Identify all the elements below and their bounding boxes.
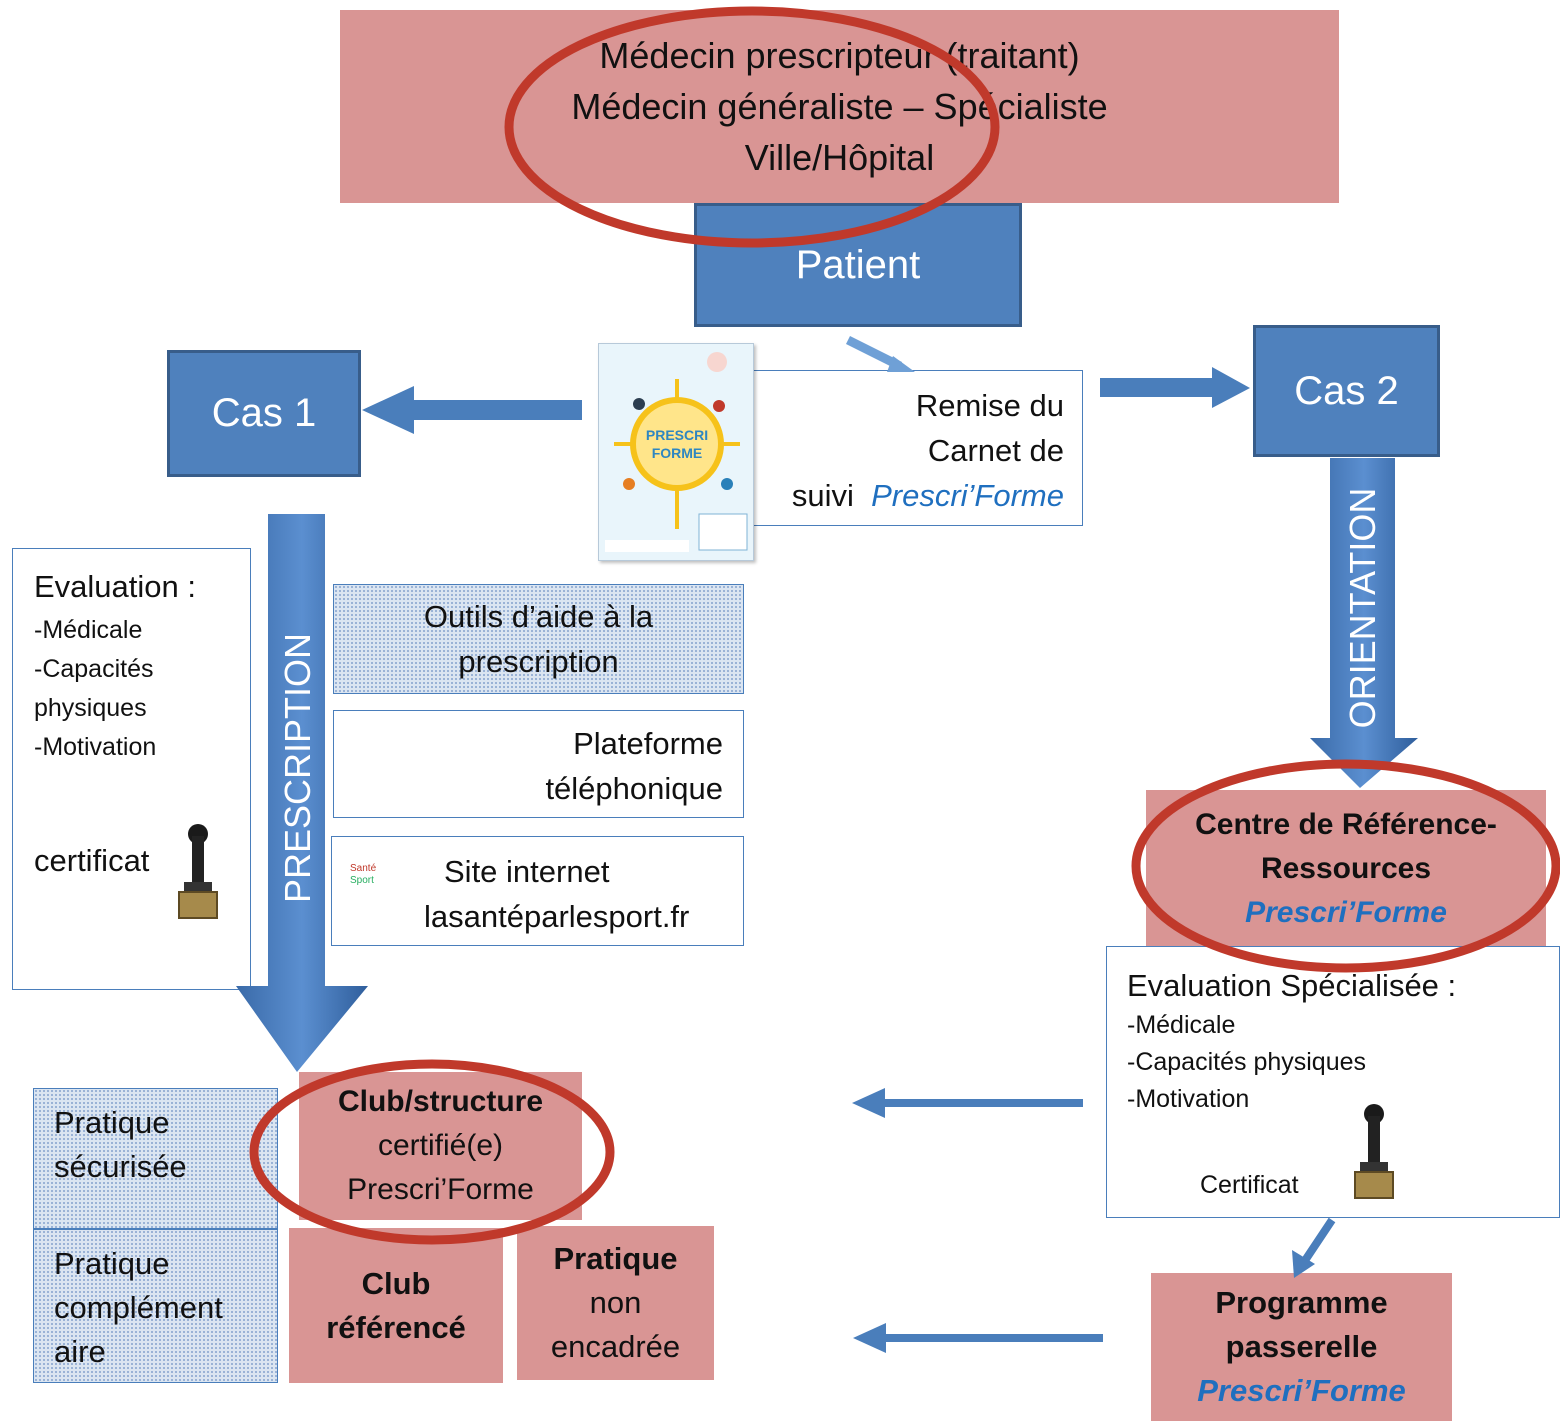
pratique-securisee-box: Pratique sécurisée: [33, 1088, 278, 1229]
site-line-2: lasantéparlesport.fr: [424, 899, 690, 934]
pratique-non-line-1: Pratique: [553, 1241, 678, 1276]
club-certifie-line-3: Prescri’Forme: [347, 1173, 534, 1206]
booklet-title-2: FORME: [651, 445, 703, 461]
evaluation-certificat: certificat: [34, 843, 150, 878]
eval-spec-item: -Médicale: [1127, 1011, 1236, 1039]
stamp-icon: [176, 824, 220, 929]
site-box: Site internet lasantéparlesport.fr Santé…: [331, 836, 744, 946]
evaluation-title: Evaluation :: [34, 569, 196, 604]
prescriber-box: Médecin prescripteur (traitant) Médecin …: [340, 10, 1339, 203]
plateforme-line-2: téléphonique: [545, 771, 723, 806]
booklet-title-1: PRESCRI: [645, 427, 709, 443]
eval-spec-item: -Motivation: [1127, 1085, 1250, 1113]
programme-line-3: Prescri’Forme: [1197, 1373, 1406, 1408]
orientation-arrow: [1310, 458, 1418, 788]
centre-box: Centre de Référence- Ressources Prescri’…: [1146, 790, 1546, 948]
site-line-1: Site internet: [444, 854, 610, 889]
prescriber-line-2: Médecin généraliste – Spécialiste: [571, 86, 1108, 127]
booklet-illustration: [599, 344, 753, 560]
remise-line-1: Remise du: [915, 388, 1064, 423]
arrow-to-cas2: [1100, 367, 1250, 408]
club-certifie-box: Club/structure certifié(e) Prescri’Forme: [299, 1072, 582, 1220]
evaluation-item: -Capacités: [34, 655, 154, 683]
evaluation-item: -Médicale: [34, 616, 143, 644]
pratique-securisee-line-2: sécurisée: [54, 1149, 187, 1184]
centre-line-1: Centre de Référence-: [1195, 808, 1497, 841]
evaluation-box: Evaluation : -Médicale -Capacités physiq…: [12, 548, 251, 990]
logo-text-2: Sport: [350, 875, 374, 886]
club-certifie-line-2: certifié(e): [377, 1129, 504, 1162]
evaluation-item: -Motivation: [34, 733, 157, 761]
club-reference-line-2: référencé: [326, 1309, 466, 1345]
remise-line-3: suivi Prescri’Forme: [753, 473, 1064, 518]
cas2-label: Cas 2: [1294, 368, 1399, 413]
highlight-ellipse-club: [249, 1059, 615, 1245]
arrow-eval-to-programme: [1300, 1217, 1336, 1265]
club-reference-line-1: Club: [361, 1265, 431, 1301]
pratique-securisee-line-1: Pratique: [54, 1105, 170, 1140]
prescriber-line-3: Ville/Hôpital: [744, 137, 935, 178]
remise-suivi: suivi: [791, 478, 854, 513]
eval-spec-title: Evaluation Spécialisée :: [1127, 968, 1457, 1003]
pratique-non-line-3: encadrée: [550, 1329, 681, 1364]
arrow-to-cas1: [362, 386, 582, 434]
patient-box: Patient: [694, 203, 1022, 327]
eval-spec-item: -Capacités physiques: [1127, 1048, 1367, 1076]
club-reference-box: Club référencé: [289, 1228, 503, 1383]
plateforme-box: Plateforme téléphonique: [333, 710, 744, 818]
highlight-ellipse-prescriber: [504, 6, 1000, 248]
evaluation-item: physiques: [34, 694, 147, 722]
pratique-complementaire-line-1: Pratique: [54, 1246, 170, 1281]
stamp-icon: [1352, 1104, 1396, 1209]
pratique-complementaire-line-2: complément: [54, 1290, 223, 1325]
plateforme-line-1: Plateforme: [573, 726, 723, 761]
remise-box: Remise du Carnet de suivi Prescri’Forme: [752, 370, 1083, 526]
pratique-non-line-2: non: [589, 1285, 642, 1320]
centre-line-3: Prescri’Forme: [1245, 896, 1447, 929]
prescriber-line-1: Médecin prescripteur (traitant): [599, 35, 1080, 76]
booklet-cover-image: PRESCRI FORME: [598, 343, 754, 561]
pratique-non-box: Pratique non encadrée: [517, 1226, 714, 1380]
club-certifie-line-1: Club/structure: [337, 1085, 544, 1118]
programme-line-2: passerelle: [1225, 1329, 1378, 1364]
orientation-label: ORIENTATION: [1342, 487, 1383, 729]
logo-text-1: Santé: [350, 863, 377, 874]
patient-label: Patient: [795, 242, 921, 287]
prescription-label: PRESCRIPTION: [277, 632, 318, 904]
cas1-label: Cas 1: [211, 391, 317, 435]
outils-box: Outils d’aide à la prescription: [333, 584, 744, 694]
outils-line-2: prescription: [458, 644, 619, 679]
cas1-box: Cas 1: [167, 350, 361, 477]
eval-spec-box: Evaluation Spécialisée : -Médicale -Capa…: [1106, 946, 1560, 1218]
eval-spec-certificat: Certificat: [1200, 1171, 1299, 1199]
highlight-ellipse-centre: [1131, 759, 1560, 973]
centre-line-2: Ressources: [1260, 852, 1432, 885]
sante-sport-logo: Santé Sport: [350, 863, 376, 887]
prescription-arrow: [236, 514, 368, 1072]
pratique-complementaire-box: Pratique complément aire: [33, 1229, 278, 1383]
pratique-complementaire-line-3: aire: [54, 1334, 106, 1369]
remise-line-2: Carnet de: [927, 433, 1064, 468]
cas2-box: Cas 2: [1253, 325, 1440, 457]
programme-box: Programme passerelle Prescri’Forme: [1151, 1273, 1452, 1421]
remise-brand: Prescri’Forme: [871, 478, 1064, 513]
outils-line-1: Outils d’aide à la: [423, 599, 654, 634]
programme-line-1: Programme: [1215, 1285, 1388, 1320]
